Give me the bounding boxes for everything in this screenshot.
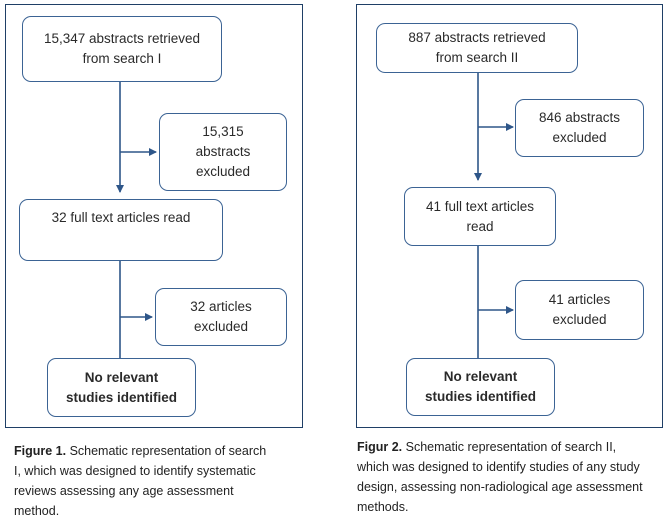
box-line: 15,347 abstracts retrieved bbox=[43, 31, 201, 46]
right-abstracts-retrieved-box: 887 abstracts retrieved from search II bbox=[376, 23, 578, 73]
figure-2-text: Schematic representation of search II, w… bbox=[357, 440, 643, 514]
box-line: 32 full text articles read bbox=[51, 210, 191, 225]
box-line: excluded bbox=[193, 319, 249, 334]
right-no-relevant-box: No relevant studies identified bbox=[406, 358, 555, 416]
right-abstracts-excluded-box: 846 abstracts excluded bbox=[515, 99, 644, 157]
figure-2-caption: Figur 2. Schematic representation of sea… bbox=[357, 437, 649, 517]
left-no-relevant-box: No relevant studies identified bbox=[47, 358, 196, 417]
right-articles-excluded-box: 41 articles excluded bbox=[515, 280, 644, 340]
box-line: 32 articles bbox=[190, 299, 252, 314]
left-articles-excluded-box: 32 articles excluded bbox=[155, 288, 287, 346]
figure-1-caption: Figure 1. Schematic representation of se… bbox=[14, 441, 276, 521]
box-line: excluded bbox=[552, 130, 607, 145]
box-line: studies identified bbox=[65, 389, 177, 405]
box-line: 41 full text articles bbox=[425, 198, 535, 214]
left-abstracts-retrieved-box: 15,347 abstracts retrieved from search I bbox=[22, 16, 222, 82]
box-line: from search I bbox=[82, 51, 162, 66]
figure-2-label: Figur 2. bbox=[357, 440, 403, 454]
box-line: from search II bbox=[435, 50, 519, 65]
box-line: abstracts bbox=[195, 144, 251, 159]
box-line: excluded bbox=[195, 164, 251, 179]
box-line: 846 abstracts bbox=[538, 110, 621, 125]
box-line: excluded bbox=[552, 312, 607, 327]
box-line: studies identified bbox=[424, 389, 536, 404]
figure-1-text: Schematic representation of search I, wh… bbox=[14, 444, 267, 518]
box-line: No relevant bbox=[84, 369, 159, 385]
left-full-text-box: 32 full text articles read bbox=[19, 199, 223, 261]
box-line: 887 abstracts retrieved bbox=[408, 30, 546, 45]
box-line: 15,315 bbox=[202, 124, 244, 139]
box-line: No relevant bbox=[443, 369, 518, 384]
right-full-text-box: 41 full text articles read bbox=[404, 187, 556, 246]
left-abstracts-excluded-box: 15,315 abstracts excluded bbox=[159, 113, 287, 191]
figure-1-label: Figure 1. bbox=[14, 444, 67, 458]
box-line: 41 articles bbox=[548, 292, 611, 307]
box-line: read bbox=[466, 218, 494, 234]
